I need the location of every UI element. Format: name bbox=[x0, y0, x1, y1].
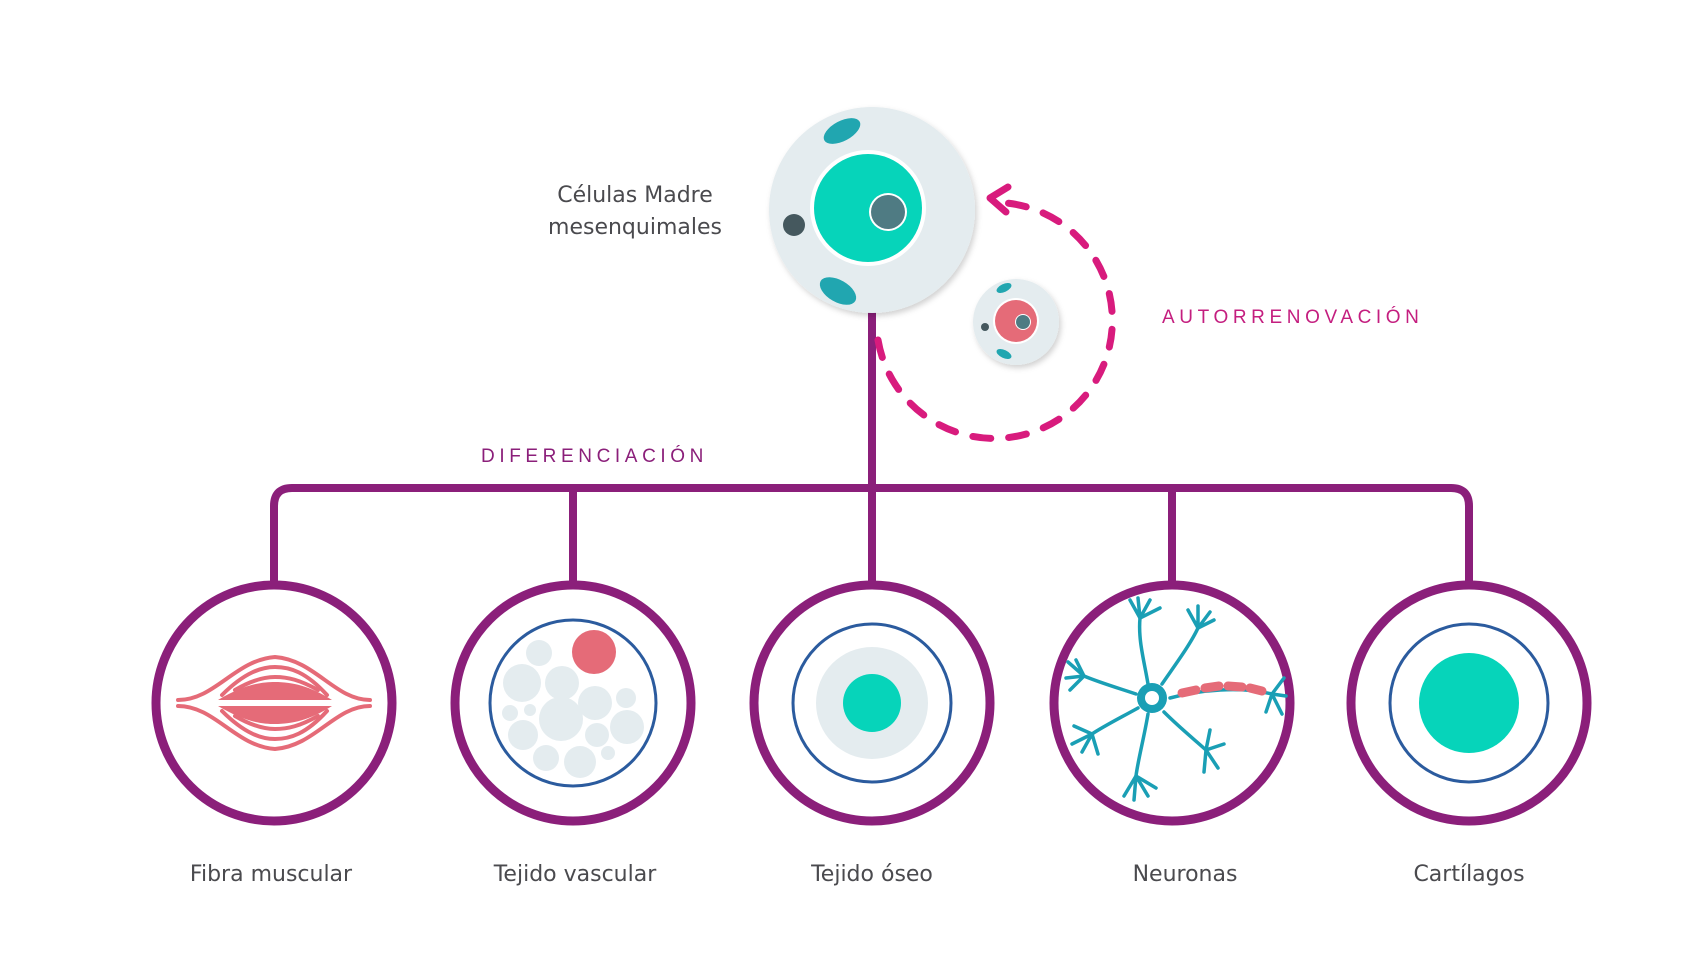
branch-bar bbox=[270, 484, 1473, 582]
myelin-sheath bbox=[1177, 681, 1267, 698]
stem-cell-label-line2: mesenquimales bbox=[548, 215, 722, 240]
cell-type-label-vascular: Tejido vascular bbox=[493, 862, 657, 887]
neuron-icon bbox=[1064, 596, 1288, 802]
cell-type-neuron bbox=[1049, 580, 1295, 826]
cell-type-label-bone: Tejido óseo bbox=[811, 862, 933, 887]
self-renewal-arrow bbox=[874, 183, 1116, 442]
cell-type-cartilage bbox=[1346, 580, 1592, 826]
bone-tissue-icon bbox=[791, 622, 953, 784]
self-renewal-label: AUTORRENOVACIÓN bbox=[1162, 307, 1424, 328]
cell-type-label-neuron: Neuronas bbox=[1132, 862, 1238, 887]
cell-type-muscle bbox=[151, 580, 397, 826]
red-blood-cell-icon bbox=[572, 630, 616, 674]
cartilage-icon bbox=[1388, 622, 1550, 784]
muscle-frame bbox=[151, 580, 397, 826]
daughter-cell-icon bbox=[973, 279, 1059, 365]
stem-cell-label-line1: Células Madre bbox=[557, 183, 713, 208]
cell-type-label-muscle: Fibra muscular bbox=[189, 862, 353, 887]
self-renewal-dashed-arc bbox=[874, 199, 1116, 442]
arrowhead-icon bbox=[986, 183, 1012, 216]
muscle-fiber-icon bbox=[176, 654, 372, 752]
neuron-frame bbox=[1049, 580, 1295, 826]
differentiation-label: DIFERENCIACIÓN bbox=[481, 446, 708, 467]
cell-type-label-cartilage: Cartílagos bbox=[1413, 862, 1525, 887]
stem-cell-label: Células Madre mesenquimales bbox=[548, 180, 722, 244]
cell-type-bone bbox=[749, 580, 995, 826]
cell-type-vascular bbox=[450, 580, 696, 826]
vascular-tissue-icon bbox=[488, 618, 658, 788]
stem-cell-icon bbox=[769, 107, 975, 313]
differentiation-tree bbox=[270, 312, 1473, 582]
